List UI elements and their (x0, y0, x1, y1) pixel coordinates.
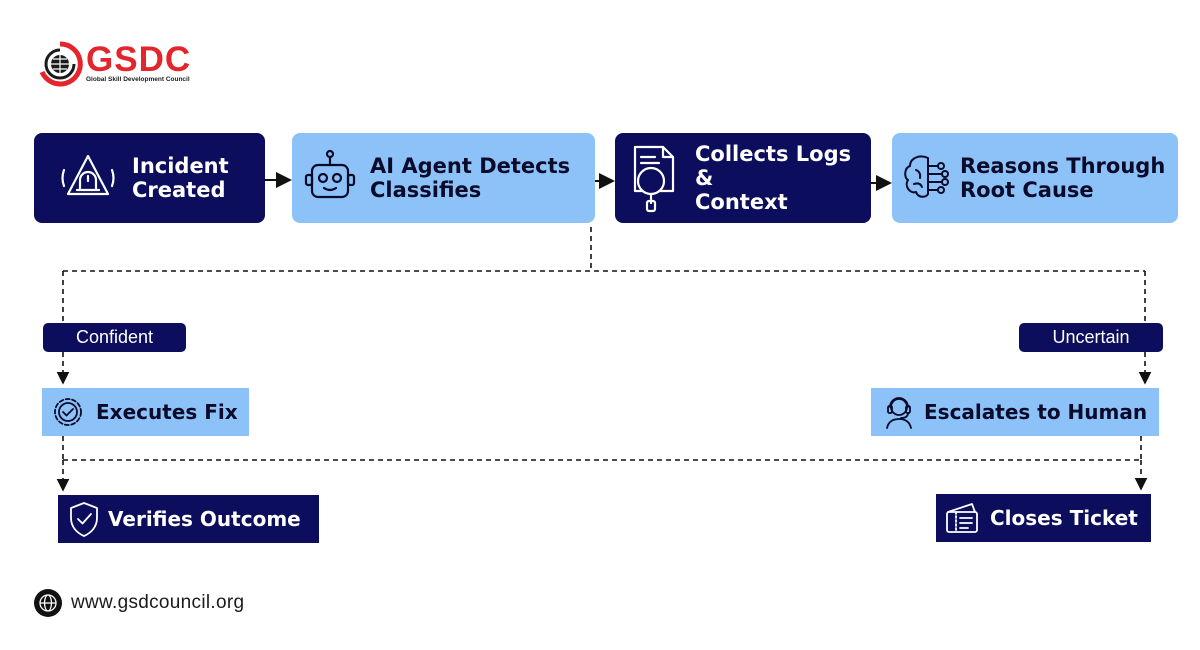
globe-icon (34, 589, 62, 617)
shield-check-icon (70, 502, 98, 537)
step-label: Collects Logs & Context (695, 142, 852, 214)
step-incident-created: Incident Created (34, 133, 265, 223)
website-link[interactable]: www.gsdcouncil.org (71, 592, 245, 613)
branch-label-uncertain: Uncertain (1019, 323, 1163, 352)
gsdc-logo: GSDC Global Skill Development Council (36, 40, 206, 90)
step-closes-ticket: Closes Ticket (936, 494, 1151, 542)
step-collects-logs: Collects Logs & Context (615, 133, 871, 223)
step-escalates-to-human: Escalates to Human (871, 388, 1159, 436)
logo-wordmark: GSDC (86, 40, 192, 79)
step-ai-agent-detects: AI Agent Detects Classifies (292, 133, 595, 223)
logo-tagline: Global Skill Development Council (86, 76, 190, 83)
step-label: Escalates to Human (924, 400, 1148, 424)
logo-globe-icon (39, 41, 83, 87)
gear-check-icon (54, 398, 82, 426)
ticket-icon (946, 503, 978, 533)
alarm-siren-icon (61, 154, 115, 196)
step-reasons-root-cause: Reasons Through Root Cause (892, 133, 1178, 223)
step-label: Closes Ticket (990, 506, 1138, 530)
footer: www.gsdcouncil.org (34, 589, 244, 617)
step-verifies-outcome: Verifies Outcome (58, 495, 319, 543)
step-label: Verifies Outcome (108, 507, 301, 531)
document-search-icon (633, 145, 675, 213)
support-agent-icon (886, 397, 912, 429)
step-label: AI Agent Detects Classifies (370, 154, 571, 202)
step-label: Incident Created (132, 154, 229, 202)
robot-icon (304, 149, 356, 199)
step-executes-fix: Executes Fix (42, 388, 249, 436)
step-label: Executes Fix (96, 400, 238, 424)
ai-brain-icon (904, 155, 949, 198)
step-label: Reasons Through Root Cause (960, 154, 1166, 202)
branch-label-confident: Confident (43, 323, 186, 352)
